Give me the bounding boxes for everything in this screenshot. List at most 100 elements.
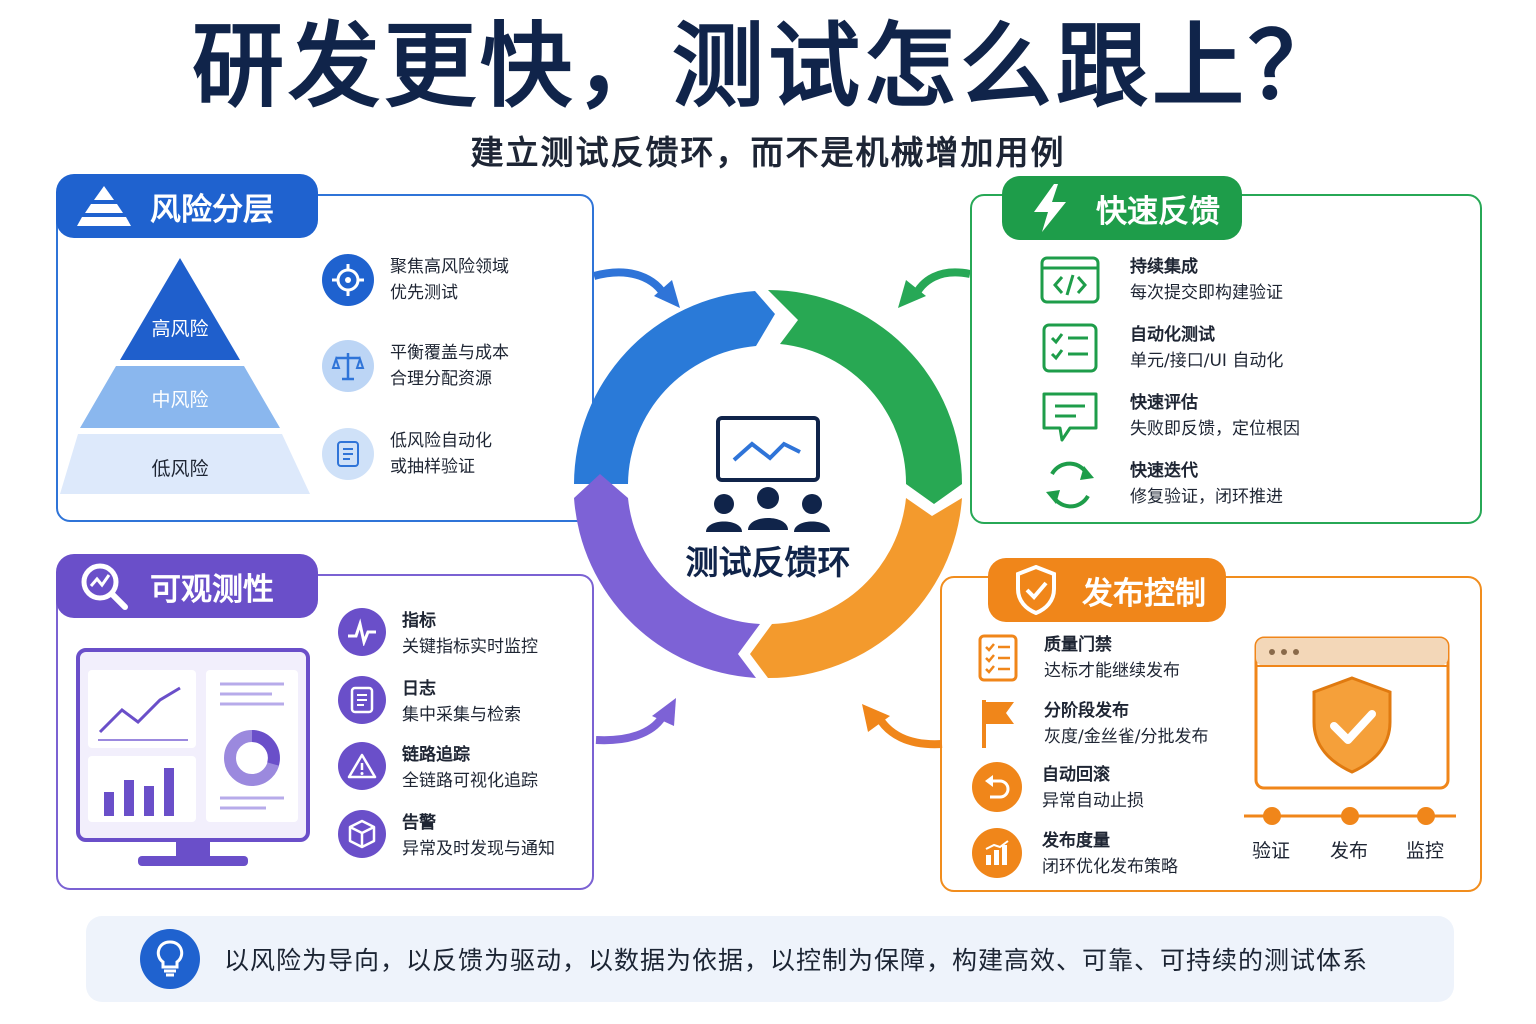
- obs-item-desc: 关键指标实时监控: [402, 637, 538, 657]
- bar-chart-icon: [972, 828, 1022, 878]
- obs-item: 告警异常及时发现与通知: [338, 810, 555, 862]
- loop-segment-observability: [574, 474, 760, 678]
- obs-item-desc: 集中采集与检索: [402, 705, 521, 725]
- obs-item-desc: 全链路可视化追踪: [402, 771, 538, 791]
- team-presentation-icon: [706, 416, 830, 532]
- feedback-loop-ring: [574, 290, 962, 679]
- code-icon: [1040, 254, 1100, 306]
- fast-item-title: 快速迭代: [1130, 461, 1198, 481]
- loop-segment-fast: [768, 290, 962, 504]
- undo-icon: [972, 762, 1022, 812]
- cube-icon: [338, 810, 386, 858]
- release-item-desc: 异常自动止损: [1042, 791, 1144, 811]
- page-subtitle: 建立测试反馈环，而不是机械增加用例: [470, 133, 1066, 172]
- release-item-desc: 达标才能继续发布: [1044, 661, 1180, 681]
- fast-item-title: 快速评估: [1130, 393, 1198, 413]
- summary-banner: 以风险为导向，以反馈为驱动，以数据为依据，以控制为保障，构建高效、可靠、可持续的…: [86, 916, 1454, 1002]
- shield-check-icon: [1008, 565, 1064, 615]
- document-icon: [338, 676, 386, 724]
- refresh-icon: [1040, 458, 1100, 512]
- fast-item-desc: 失败即反馈，定位根因: [1130, 419, 1300, 439]
- risk-item-line1: 平衡覆盖与成本: [390, 343, 509, 363]
- arrow-risk-to-loop: [592, 268, 680, 308]
- risk-item-line1: 低风险自动化: [390, 431, 492, 451]
- monitor-dashboard-illustration: [76, 648, 310, 866]
- fast-item-title: 持续集成: [1130, 257, 1198, 277]
- fast-item-desc: 修复验证，闭环推进: [1130, 487, 1283, 507]
- release-item: 发布度量闭环优化发布策略: [972, 828, 1178, 880]
- release-item-title: 质量门禁: [1044, 635, 1112, 655]
- pyramid-low-layer: [60, 434, 310, 494]
- release-item: 分阶段发布灰度/金丝雀/分批发布: [972, 698, 1208, 750]
- fast-item-title: 自动化测试: [1130, 325, 1215, 345]
- risk-item: 低风险自动化或抽样验证: [322, 428, 492, 480]
- fast-item: 自动化测试单元/接口/UI 自动化: [1040, 322, 1283, 374]
- lightning-icon: [1022, 184, 1078, 232]
- summary-text: 以风险为导向，以反馈为驱动，以数据为依据，以控制为保障，构建高效、可靠、可持续的…: [224, 946, 1369, 975]
- risk-item-line2: 优先测试: [390, 283, 458, 303]
- obs-item: 链路追踪全链路可视化追踪: [338, 742, 538, 794]
- fast-item-desc: 单元/接口/UI 自动化: [1130, 351, 1284, 371]
- obs-item-title: 链路追踪: [402, 745, 470, 765]
- stage-dot: [1263, 807, 1281, 825]
- obs-item: 指标关键指标实时监控: [338, 608, 538, 660]
- release-item: 质量门禁达标才能继续发布: [972, 632, 1180, 684]
- fast-item: 持续集成每次提交即构建验证: [1040, 254, 1283, 306]
- pyramid-mid-layer: [80, 366, 280, 428]
- risk-item-line2: 合理分配资源: [390, 369, 492, 389]
- pulse-icon: [338, 608, 386, 656]
- release-stage-track: [1244, 807, 1456, 825]
- release-title: 发布控制: [1082, 575, 1206, 612]
- fast-tag: 快速反馈: [1002, 176, 1242, 240]
- loop-center-label: 测试反馈环: [685, 543, 851, 582]
- magnifier-chart-icon: [76, 562, 132, 610]
- balance-scale-icon: [322, 340, 374, 392]
- target-icon: [322, 254, 374, 306]
- release-tag: 发布控制: [988, 558, 1226, 622]
- release-item-desc: 灰度/金丝雀/分批发布: [1044, 727, 1209, 747]
- arrow-release-to-loop: [862, 704, 943, 749]
- lightbulb-icon: [140, 929, 200, 989]
- pyramid-label-mid: 中风险: [151, 389, 209, 411]
- release-item-title: 发布度量: [1042, 831, 1110, 851]
- browser-shield-illustration: [1254, 636, 1450, 790]
- risk-item: 平衡覆盖与成本合理分配资源: [322, 340, 509, 392]
- page-title: 研发更快，测试怎么跟上？: [191, 13, 1344, 120]
- loop-segment-release: [750, 498, 962, 679]
- risk-pyramid: [60, 258, 310, 494]
- warning-icon: [338, 742, 386, 790]
- risk-tag: 风险分层: [56, 174, 318, 238]
- checklist-icon: [972, 632, 1024, 684]
- checklist-icon: [1040, 322, 1100, 374]
- stage-label: 发布: [1330, 840, 1369, 862]
- release-item: 自动回滚异常自动止损: [972, 762, 1144, 814]
- obs-tag: 可观测性: [56, 554, 318, 618]
- release-item-desc: 闭环优化发布策略: [1042, 857, 1178, 877]
- pyramid-label-low: 低风险: [151, 458, 209, 480]
- risk-title: 风险分层: [150, 191, 274, 228]
- loop-segment-risk: [574, 291, 775, 484]
- pyramid-high-layer: [120, 258, 240, 360]
- stage-dot: [1417, 807, 1435, 825]
- fast-title: 快速反馈: [1096, 193, 1220, 230]
- fast-item: 快速评估失败即反馈，定位根因: [1040, 390, 1300, 444]
- release-item-title: 分阶段发布: [1044, 701, 1129, 721]
- stage-label: 验证: [1252, 840, 1291, 862]
- stage-dot: [1341, 807, 1359, 825]
- message-icon: [1040, 390, 1100, 444]
- obs-item-title: 告警: [402, 813, 436, 833]
- fast-item-desc: 每次提交即构建验证: [1130, 283, 1283, 303]
- flag-icon: [972, 698, 1024, 750]
- obs-item: 日志集中采集与检索: [338, 676, 521, 728]
- risk-item-line2: 或抽样验证: [390, 457, 475, 477]
- arrow-observability-to-loop: [595, 698, 676, 745]
- obs-item-title: 指标: [402, 611, 436, 631]
- stage-label: 监控: [1406, 840, 1445, 862]
- pyramid-icon: [76, 182, 132, 230]
- obs-title: 可观测性: [150, 571, 274, 608]
- pyramid-label-high: 高风险: [151, 318, 209, 340]
- release-item-title: 自动回滚: [1042, 765, 1110, 785]
- checklist-icon: [322, 428, 374, 480]
- obs-item-title: 日志: [402, 679, 436, 699]
- risk-item-line1: 聚焦高风险领域: [390, 257, 509, 277]
